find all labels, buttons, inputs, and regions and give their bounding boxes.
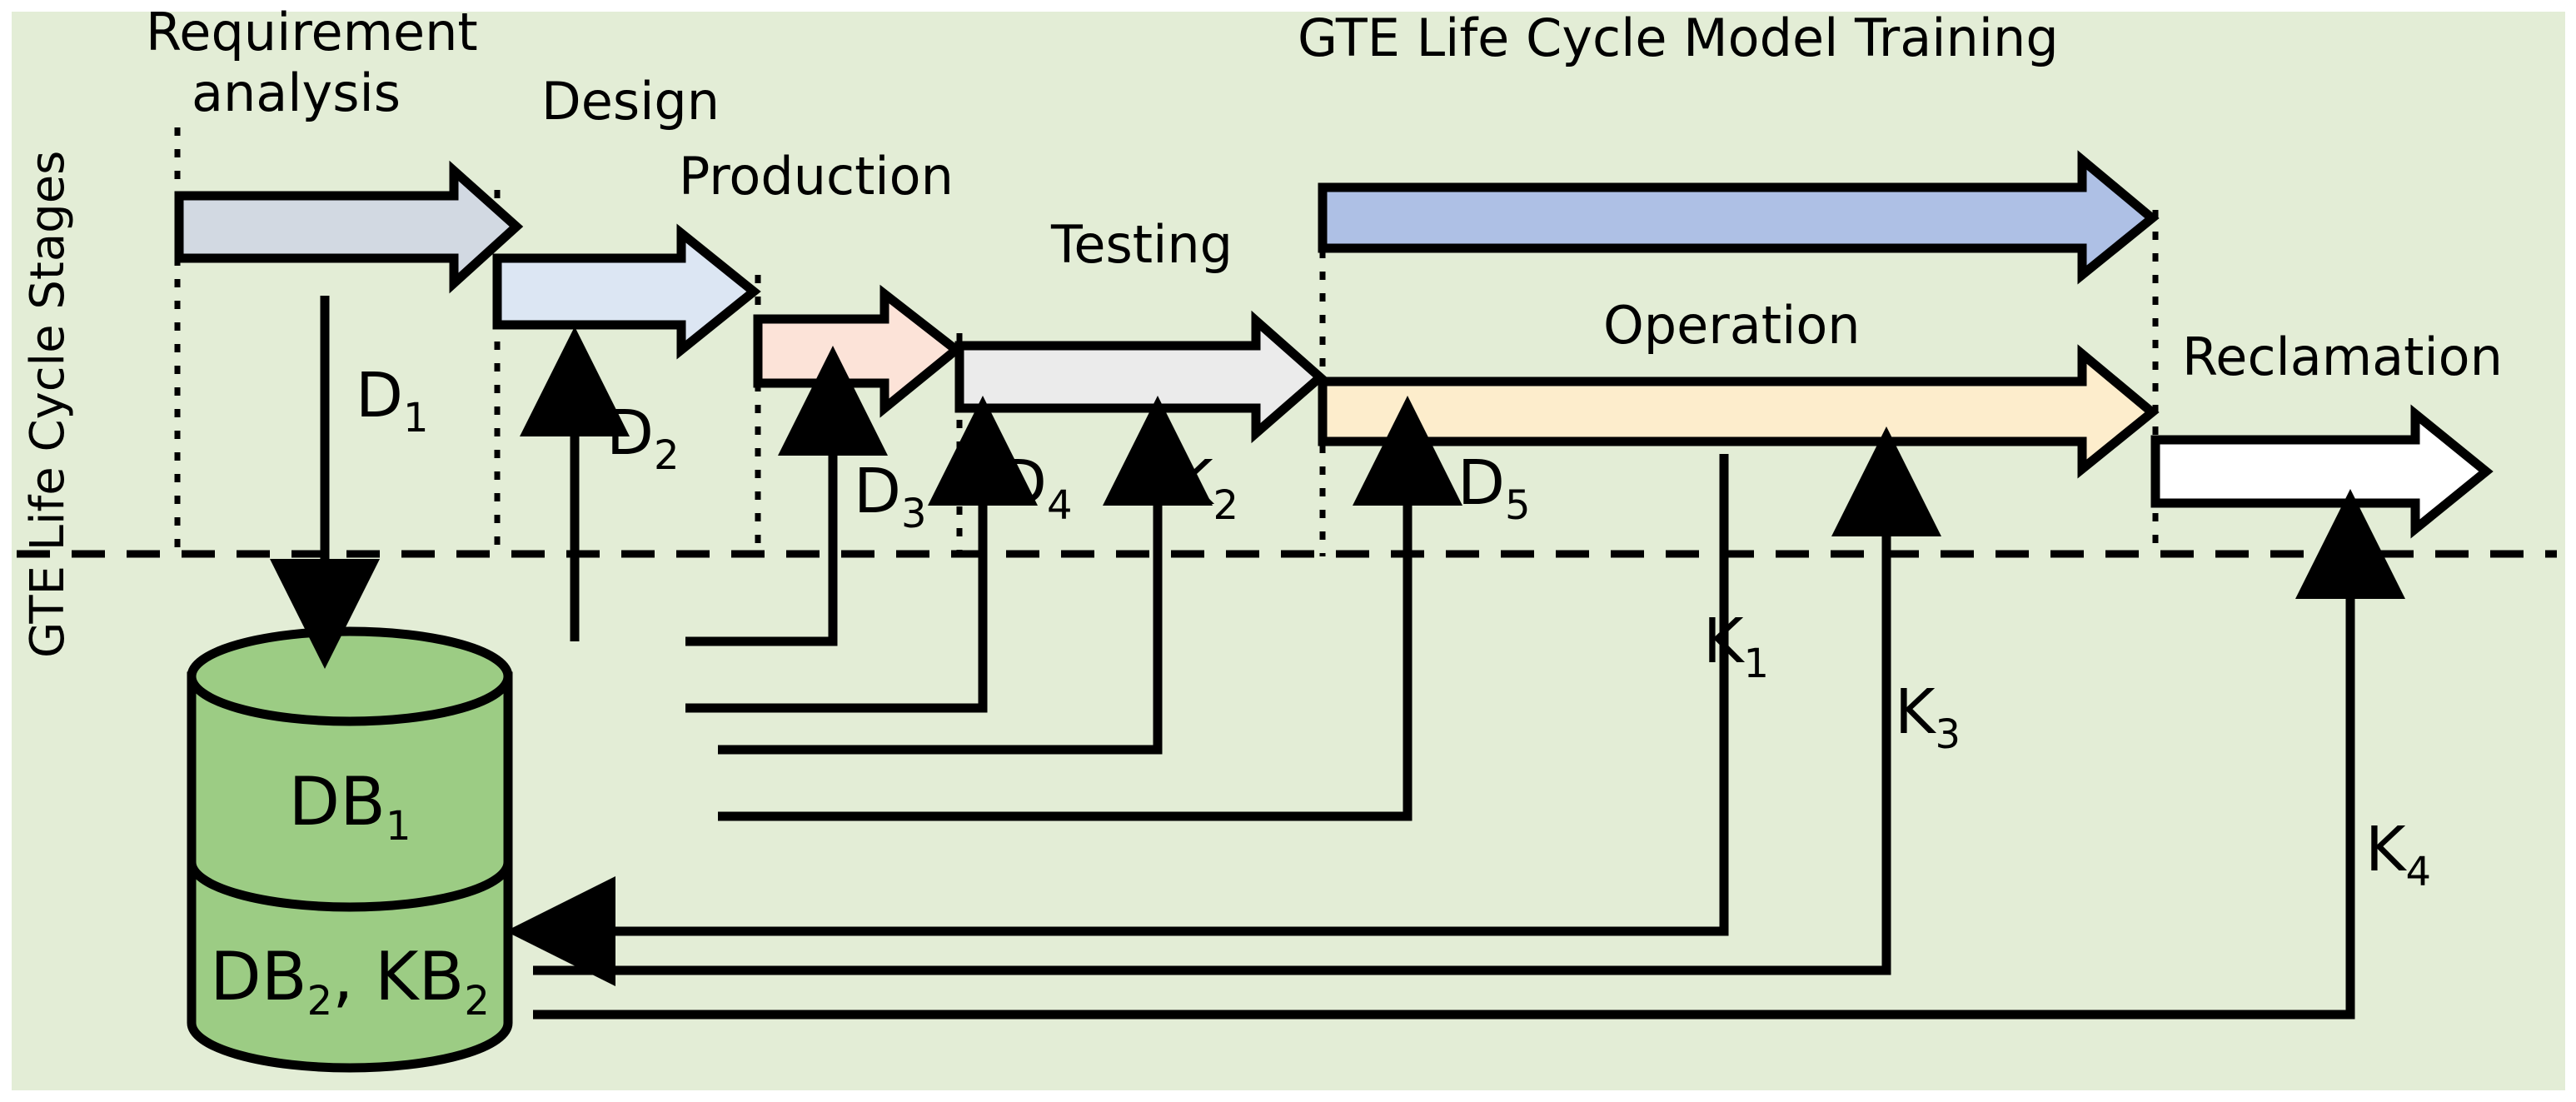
stage-label-reclamation: Reclamation bbox=[2182, 327, 2503, 387]
stage-label-design: Design bbox=[541, 71, 720, 132]
database-top-ellipse bbox=[187, 626, 513, 726]
database-top-label: DB1 bbox=[288, 763, 411, 850]
flow-label-K3: K3 bbox=[1895, 676, 1961, 758]
flow-connectors bbox=[270, 296, 2405, 1020]
stage-label-operation: Operation bbox=[1603, 295, 1861, 356]
database-cylinder[interactable]: DB1 DB2, KB2 bbox=[187, 626, 513, 1073]
flow-line-D3 bbox=[685, 346, 888, 646]
flow-line-K1 bbox=[506, 454, 1729, 986]
flow-label-D1: D1 bbox=[356, 360, 429, 441]
vertical-axis-label: GTE Life Cycle Stages bbox=[21, 151, 75, 658]
stage-arrow-training[interactable] bbox=[1318, 150, 2160, 285]
stage-label-requirement-analysis-line1: Requirement bbox=[146, 2, 478, 62]
flow-line-K3 bbox=[533, 426, 1941, 975]
stage-arrow-requirement-analysis[interactable] bbox=[174, 160, 524, 294]
flow-label-D3: D3 bbox=[854, 456, 927, 537]
database-section-divider bbox=[187, 861, 513, 912]
flow-label-D4: D4 bbox=[999, 447, 1073, 529]
flow-label-D5: D5 bbox=[1457, 447, 1531, 529]
vertical-axis-label-text: GTE Life Cycle Stages bbox=[21, 151, 75, 658]
stage-label-production: Production bbox=[679, 146, 954, 207]
stage-label-requirement-analysis-line2: analysis bbox=[192, 62, 401, 123]
stage-arrow-design[interactable] bbox=[492, 223, 761, 360]
flow-line-K4 bbox=[533, 489, 2405, 1020]
flow-label-K1: K1 bbox=[1703, 606, 1769, 687]
flow-label-D2: D2 bbox=[606, 397, 680, 479]
stage-label-testing: Testing bbox=[1050, 214, 1233, 275]
flow-line-K2 bbox=[718, 396, 1213, 755]
flow-line-D5 bbox=[718, 396, 1462, 821]
database-body bbox=[187, 671, 513, 1073]
diagram-title: GTE Life Cycle Model Training bbox=[1298, 7, 2059, 68]
flow-line-D4 bbox=[685, 396, 1038, 713]
flow-label-K4: K4 bbox=[2365, 814, 2431, 895]
flow-labels: D1 D2 D3 D4 K2 D5 K1 K3 bbox=[356, 360, 2431, 895]
database-bottom-label: DB2, KB2 bbox=[210, 938, 490, 1025]
flow-label-K2: K2 bbox=[1173, 447, 1238, 529]
